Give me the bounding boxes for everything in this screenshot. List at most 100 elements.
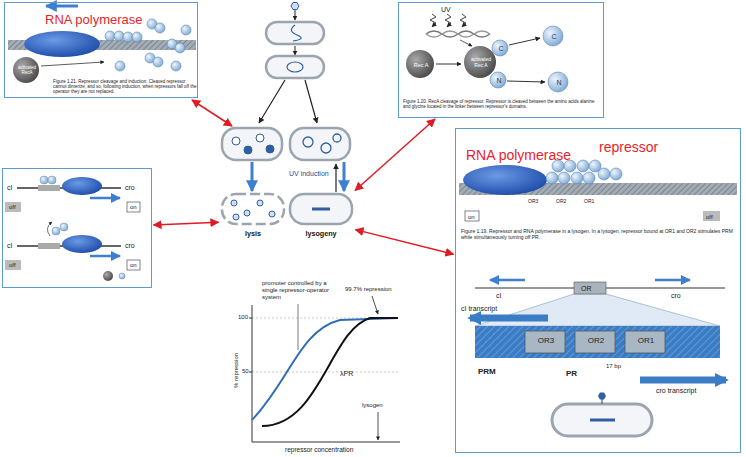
life-cycle-part (290, 194, 352, 224)
signal-label: UV (441, 6, 451, 14)
lysogen-drawing-part (465, 211, 479, 221)
life-cycle-part (312, 208, 330, 211)
protein-name: activated Rec A (467, 57, 495, 69)
state-label: on (468, 214, 475, 221)
protein-name: repressor (599, 139, 658, 155)
recA-drawing-part-part (445, 14, 451, 27)
domain-label: N (553, 79, 565, 87)
recA-drawing-part-part (460, 14, 466, 27)
life-cycle-part (269, 211, 275, 217)
recA-drawing-part (426, 31, 490, 37)
recA-drawing-part (490, 72, 506, 88)
recA-drawing-part (430, 14, 466, 27)
lysogen-drawing (459, 160, 737, 436)
repression-chart-part (252, 318, 398, 420)
recA-drawing-part (460, 40, 472, 46)
switch-drawing-part (48, 176, 56, 184)
curve-note: promoter controlled by a single represso… (262, 280, 332, 301)
lysogen-drawing-part (546, 160, 622, 184)
recA-drawing-part (548, 72, 568, 92)
state-label: off (9, 262, 16, 269)
life-cycle-part (291, 3, 299, 10)
induction-drawing-part-part (114, 31, 124, 41)
state-label: off (9, 204, 16, 211)
switch-drawing-part (103, 271, 113, 281)
switch-drawing-part (119, 273, 125, 279)
curve-note: lysogen (362, 402, 383, 409)
state-label: on (130, 204, 137, 211)
induction-drawing-part (46, 5, 78, 8)
operator-label: OR2 (556, 199, 566, 205)
switch-drawing-part (60, 223, 68, 231)
recA-drawing-part (543, 26, 563, 46)
switch-drawing-part (90, 255, 120, 258)
life-cycle-part (256, 134, 264, 142)
operator-label: OR (581, 285, 592, 293)
operator-label: OR1 (626, 336, 666, 345)
promoter-label: PRM (478, 367, 496, 376)
switch-drawing-part (127, 202, 140, 212)
lysogen-drawing-part (575, 331, 615, 353)
life-cycle-part (305, 80, 317, 123)
life-cycle (192, 3, 352, 225)
induction-drawing-part-part (105, 31, 115, 41)
life-cycle-part (222, 194, 284, 224)
state-label: on (130, 262, 137, 269)
induction-drawing-part (13, 57, 39, 83)
repression-chart-part (252, 442, 400, 443)
recA-drawing-part (436, 64, 461, 65)
state-label: off (706, 214, 713, 221)
life-cycle-part (259, 80, 285, 123)
operator-label: OR3 (528, 199, 538, 205)
lysogen-drawing-part-part (577, 160, 589, 172)
lysogen-drawing-part (625, 331, 665, 353)
axis-title: repressor concentration (285, 446, 353, 453)
induction-drawing-part-part (155, 23, 165, 33)
lysogen-drawing-part-part (558, 172, 570, 184)
figure-panel: cIcrooffoncIcrooffon (2, 168, 152, 288)
life-cycle-part (295, 46, 296, 55)
figure-caption: Figure 1.19. Repressor and RNA polymeras… (461, 229, 737, 241)
repression-chart-part (298, 304, 299, 350)
domain-label: C (495, 45, 507, 53)
life-cycle-part (192, 100, 232, 126)
induction-drawing-part-part (115, 61, 125, 71)
lysogen-drawing-part (655, 279, 690, 282)
life-cycle-part (266, 22, 324, 44)
figure-panel: UVRec Aactivated Rec ACNCNFigure 1.20. R… (398, 2, 604, 118)
cell-shape: lysis (220, 190, 286, 252)
life-cycle-part (290, 128, 350, 160)
repression-chart (249, 296, 400, 442)
operator-label: OR3 (526, 336, 566, 345)
operator-label: OR2 (576, 336, 616, 345)
recA-drawing-part (507, 81, 545, 82)
lysogen-drawing-part (552, 404, 652, 436)
life-cycle-part (232, 137, 240, 145)
step-label: UV induction (289, 170, 329, 178)
lysogen-drawing-part (490, 279, 525, 282)
operator-label: OR1 (584, 199, 594, 205)
repression-chart-part (262, 318, 398, 426)
life-cycle-part (321, 143, 331, 153)
life-cycle-part (287, 62, 303, 72)
figure-panel: RNA polymeraseactivated RecAFigure 1.21.… (4, 2, 198, 98)
protein-name: RNA polymerase (45, 13, 143, 28)
lysogen-drawing-part-part (583, 172, 595, 184)
lysogen-drawing-part-part (571, 172, 583, 184)
switch-drawing-part (47, 222, 52, 236)
life-cycle-part (222, 128, 282, 160)
gene-label: cro (671, 292, 681, 300)
recA-drawing-part (492, 40, 508, 56)
figure-panel: repressorRNA polymeraseOR3OR2OR1onoffFig… (455, 128, 741, 453)
protein-name: activated RecA (16, 65, 38, 75)
life-cycle-part (295, 10, 296, 20)
induction-drawing-part-part (153, 57, 163, 67)
protein-name: RNA polymerase (466, 147, 571, 163)
lysogen-drawing-part (590, 419, 615, 422)
life-cycle-part (244, 146, 252, 154)
switch-drawing (5, 176, 140, 281)
switch-drawing-part (38, 185, 60, 191)
curve-note: 99.7% repression (345, 286, 392, 293)
dimension-label: 17 bp (606, 363, 621, 370)
link-arrow (355, 230, 453, 255)
